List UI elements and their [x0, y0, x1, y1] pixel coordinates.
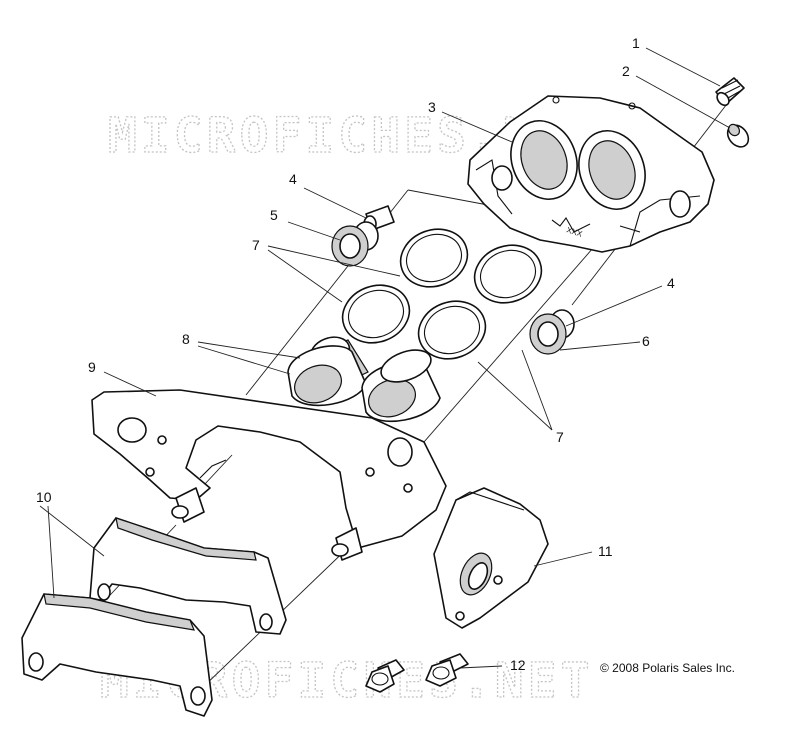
callout-3: 3: [428, 99, 436, 115]
callout-1: 1: [632, 35, 640, 51]
callout-labels: 1 2 3 4 5 7 8 9 4 6 7 11 10 12: [36, 35, 675, 673]
callout-8: 8: [182, 331, 190, 347]
callout-4-lower: 4: [667, 275, 675, 291]
retainer-bolts: [365, 653, 469, 693]
brake-pads: [21, 517, 287, 717]
caliper-housing: XXX: [467, 95, 715, 253]
leader-lines: [39, 47, 731, 669]
bushing-5: [331, 221, 379, 267]
callout-4-upper: 4: [289, 171, 297, 187]
callout-11: 11: [598, 543, 613, 559]
callout-10: 10: [36, 489, 52, 505]
pad-retainer: [433, 487, 549, 629]
pistons: [287, 336, 441, 422]
bushing-6: [529, 309, 575, 355]
bleeder-cap: [726, 123, 750, 148]
callout-9: 9: [88, 359, 96, 375]
piston-seals: [341, 228, 543, 360]
bleeder-screw: [715, 77, 745, 107]
callout-12: 12: [510, 657, 526, 673]
callout-6: 6: [642, 333, 650, 349]
callout-7-upper: 7: [252, 237, 260, 253]
copyright-notice: © 2008 Polaris Sales Inc.: [600, 661, 735, 675]
mounting-bracket: [91, 389, 447, 561]
callout-7-lower: 7: [556, 429, 564, 445]
callout-5: 5: [270, 207, 278, 223]
callout-2: 2: [622, 63, 630, 79]
